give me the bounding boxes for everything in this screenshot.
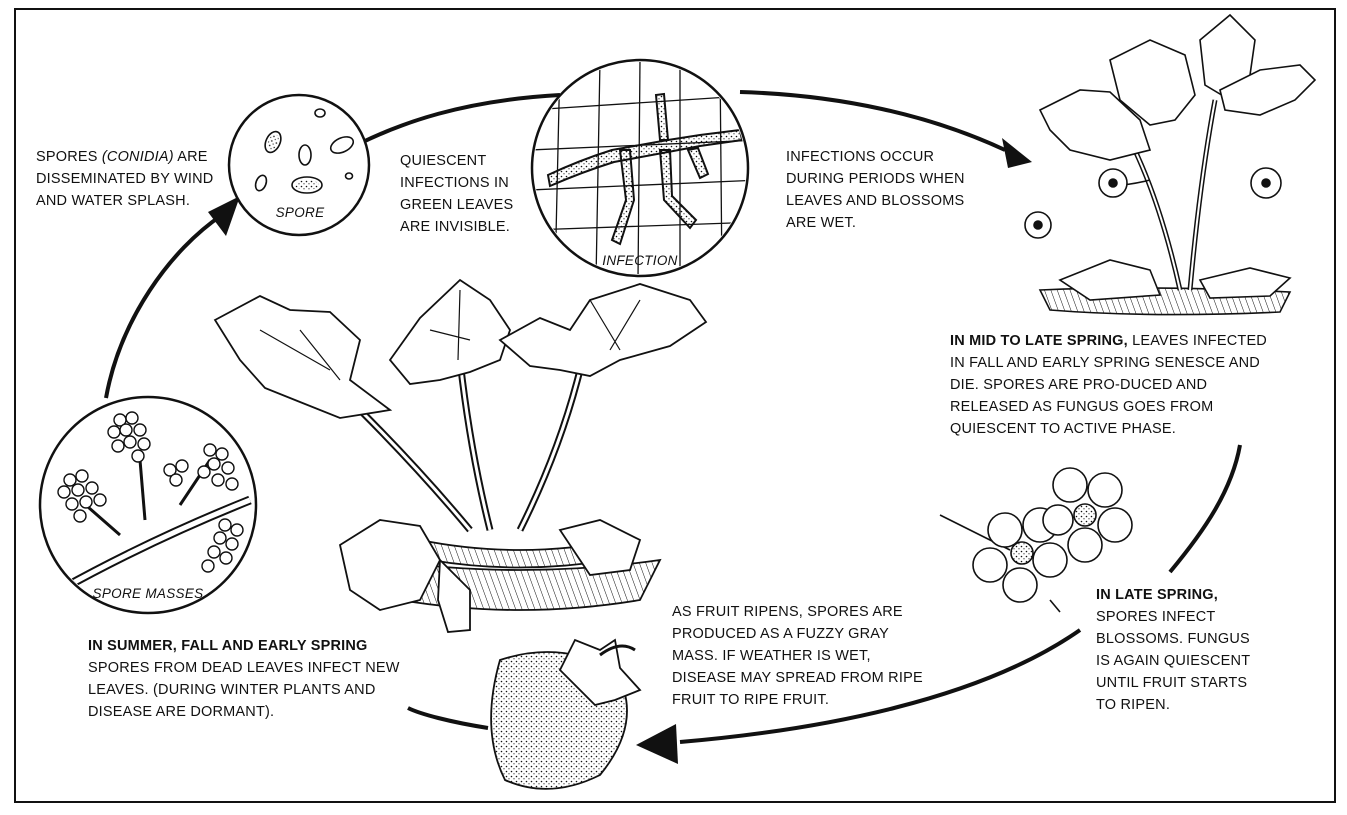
arrowhead-leaves [1002,138,1032,168]
arrow-infection-to-leaves [740,92,1005,150]
summer-fall-body: SPORES FROM DEAD LEAVES INFECT NEW LEAVE… [88,660,400,720]
infection-illustration [530,60,760,280]
young-plant-illustration [1025,15,1315,315]
arrowhead-fruit [636,724,678,764]
late-spring-text: IN LATE SPRING, SPORES INFECT BLOSSOMS. … [1096,584,1256,716]
strawberry-plant-illustration [215,280,706,632]
summer-fall-heading: IN SUMMER, FALL AND EARLY SPRING [88,635,433,657]
late-spring-heading: IN LATE SPRING, [1096,584,1256,606]
summer-fall-text: IN SUMMER, FALL AND EARLY SPRING SPORES … [88,635,433,723]
late-spring-body: SPORES INFECT BLOSSOMS. FUNGUS IS AGAIN … [1096,609,1250,713]
infection-label: INFECTION [585,253,695,268]
spore-masses-label: SPORE MASSES [88,586,208,601]
dissemination-italic: (CONIDIA) [102,149,174,165]
arrow-leaves-to-blossom [1170,445,1240,572]
mid-late-spring-text: IN MID TO LATE SPRING, LEAVES INFECTED I… [950,330,1275,440]
mid-late-spring-heading: IN MID TO LATE SPRING, [950,333,1128,349]
arrow-masses-to-spore [106,215,222,398]
fruit-ripens-text: AS FRUIT RIPENS, SPORES ARE PRODUCED AS … [672,601,937,711]
arrow-spore-to-infection [338,95,560,155]
spore-label: SPORE [270,205,330,220]
quiescent-text: QUIESCENT INFECTIONS IN GREEN LEAVES ARE… [400,150,520,238]
ripe-fruit-illustration [491,640,640,789]
dissemination-text: SPORES (CONIDIA) ARE DISSEMINATED BY WIN… [36,146,226,212]
infections-occur-text: INFECTIONS OCCUR DURING PERIODS WHEN LEA… [786,146,976,234]
dissemination-lead: SPORES [36,149,102,165]
spore-masses-illustration [40,397,256,613]
